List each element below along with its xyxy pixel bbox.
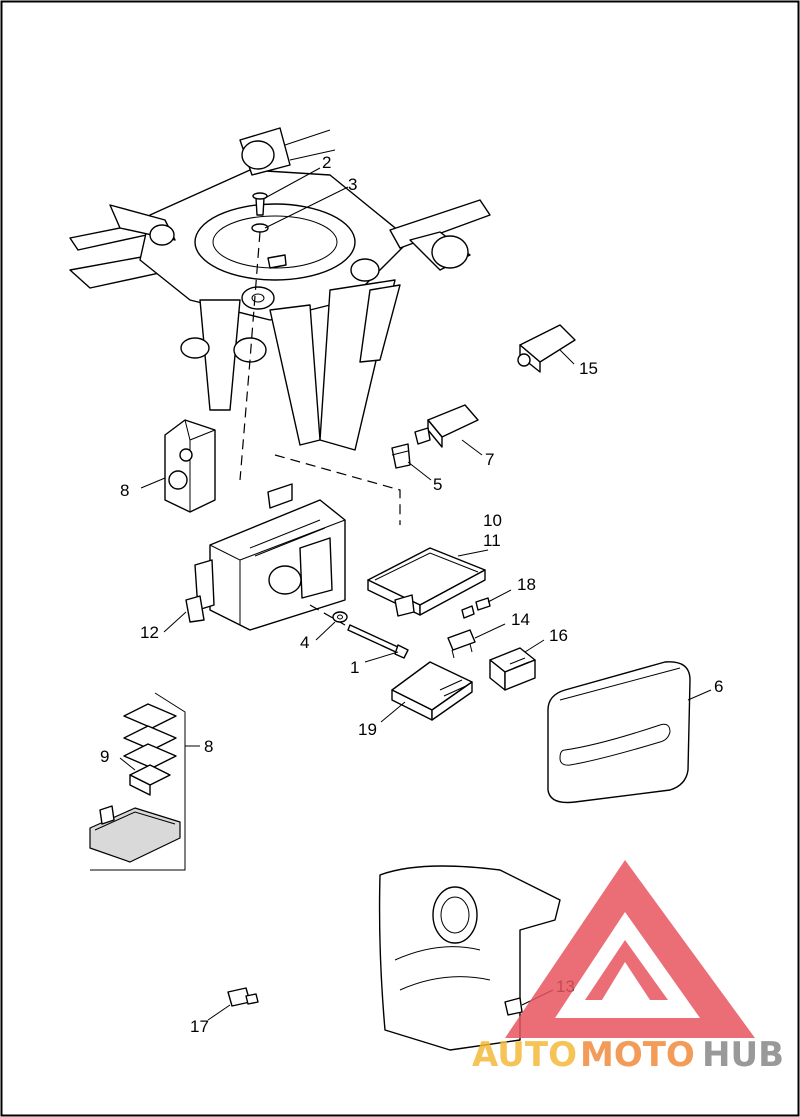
part-19-module — [391, 661, 473, 721]
part-6-cover — [547, 661, 691, 804]
callout-19: 19 — [358, 720, 377, 739]
fairing-assembly — [378, 865, 561, 1051]
callout-11: 11 — [483, 531, 501, 550]
part-17-connector — [517, 324, 576, 373]
part-16-relay — [489, 647, 536, 691]
part-4-washer — [332, 611, 348, 623]
callout-7: 7 — [485, 450, 494, 469]
callout-12: 12 — [140, 623, 159, 642]
callout-5: 5 — [433, 475, 442, 494]
callout-10: 10 — [483, 511, 502, 530]
callout-2: 2 — [322, 153, 331, 172]
logo-inner-mark — [585, 940, 668, 1000]
fuse-block-housing — [185, 454, 401, 631]
part-8-block — [164, 419, 216, 513]
leader-lines — [119, 167, 712, 1021]
part-10-11-module — [367, 547, 486, 617]
part-1-bolt — [347, 624, 409, 659]
logo-triangle — [505, 860, 755, 1038]
callout-3: 3 — [348, 175, 357, 194]
part-15-fuse — [447, 629, 476, 659]
part-7-relay — [414, 404, 479, 448]
callout-9: 9 — [100, 747, 109, 766]
callout-16: 16 — [549, 626, 568, 645]
callout-15: 14 — [511, 610, 530, 629]
callout-4: 4 — [300, 633, 309, 652]
logo-word-moto: MOTO — [580, 1035, 695, 1075]
logo-word-auto: AUTO — [472, 1035, 577, 1075]
inset-fuse-kit — [89, 692, 186, 871]
callout-1: 1 — [350, 658, 359, 677]
frame-assembly — [69, 127, 491, 481]
callout-14: 17 — [190, 1017, 209, 1036]
part-14-switch — [227, 987, 259, 1007]
callout-6: 6 — [714, 677, 723, 696]
part-18-mini-fuses — [461, 597, 491, 619]
automotohub-watermark: AUTO MOTO HUB — [472, 860, 784, 1075]
callout-8-upper: 8 — [120, 481, 129, 500]
logo-word-hub: HUB — [702, 1035, 784, 1075]
part-5-clip — [391, 443, 411, 469]
callout-18: 18 — [517, 575, 536, 594]
callout-8-lower: 8 — [204, 737, 213, 756]
callout-17: 15 — [579, 359, 598, 378]
